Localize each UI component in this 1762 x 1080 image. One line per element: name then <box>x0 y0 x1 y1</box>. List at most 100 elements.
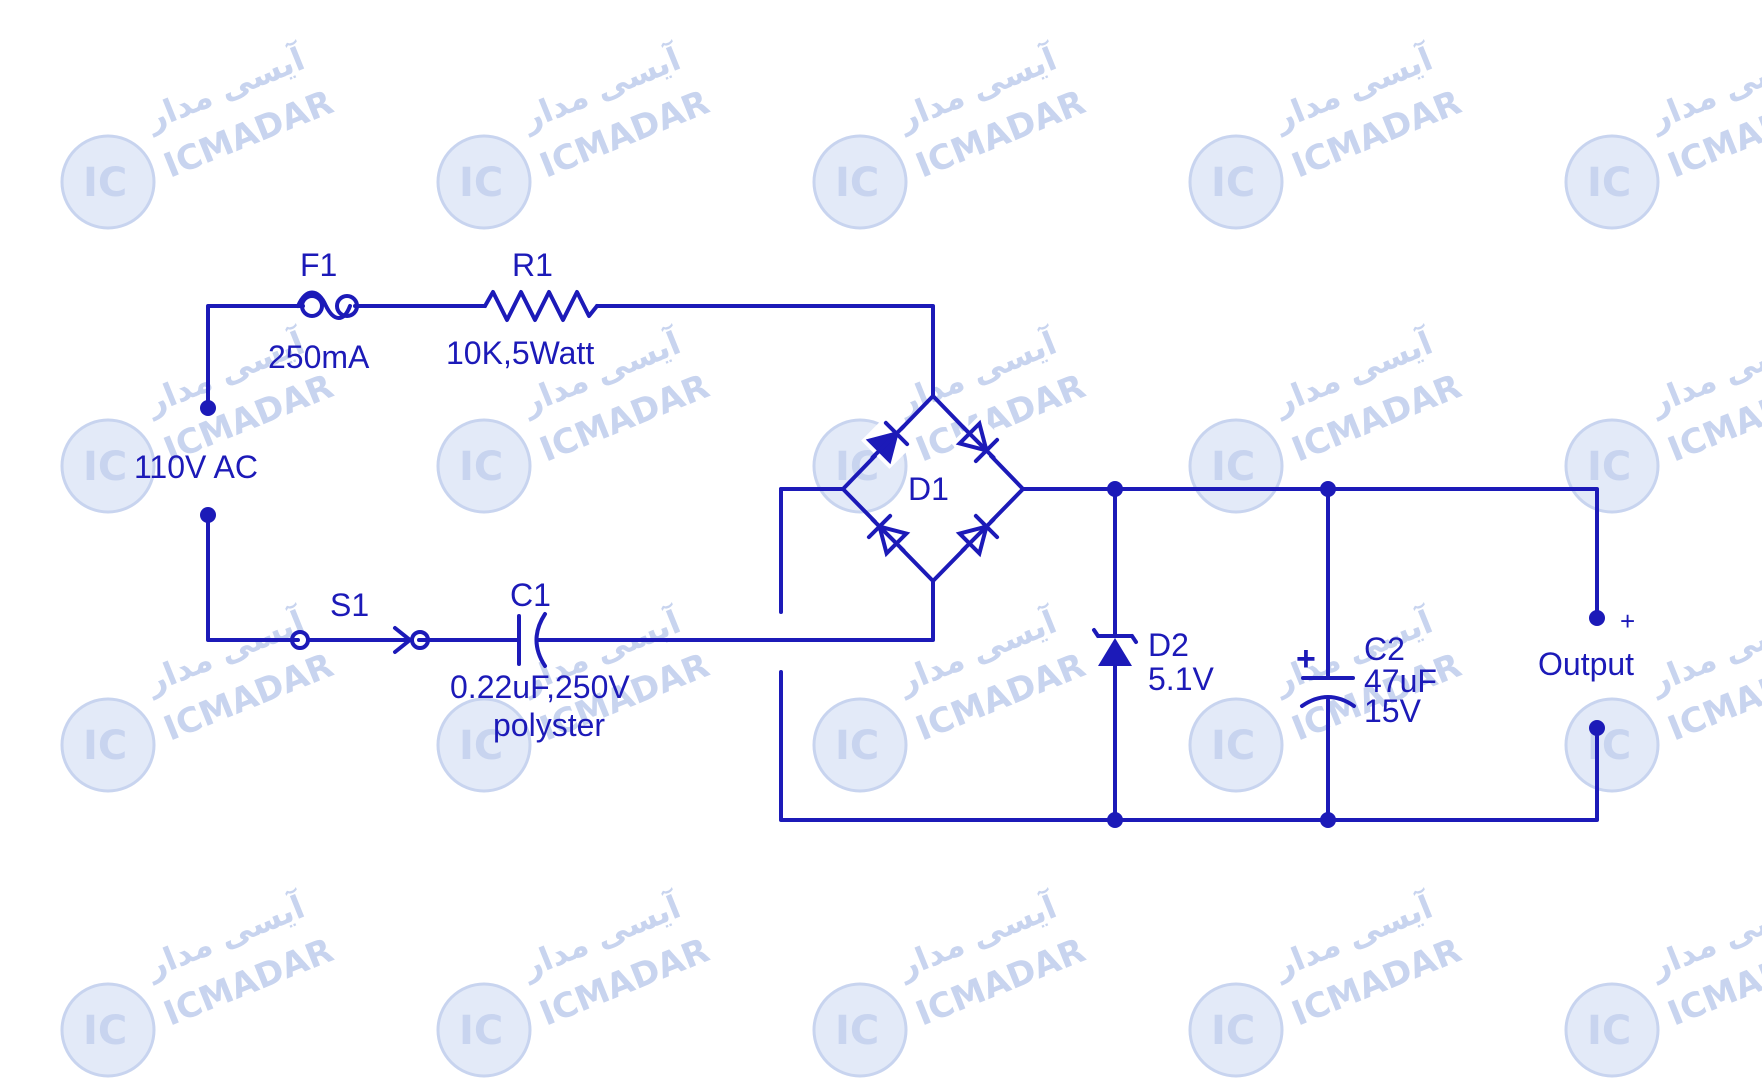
resistor-r1 <box>483 290 599 322</box>
icmadar-logo-icon: IC <box>1564 134 1660 230</box>
capacitor-c1 <box>517 612 547 668</box>
watermark-logo-letters: IC <box>83 723 127 769</box>
icmadar-logo-icon: IC <box>1188 134 1284 230</box>
watermark-logo-letters: IC <box>1211 723 1255 769</box>
icmadar-logo-icon: IC <box>436 982 532 1078</box>
labels: F1 250mA R1 10K,5Watt 110V AC S1 C1 0.22… <box>134 247 1635 743</box>
wire-top-left <box>206 304 305 410</box>
fuse-terminal-left <box>300 294 324 318</box>
switch-arrow <box>393 626 412 654</box>
wires <box>206 304 1599 822</box>
bridge-diode <box>951 508 1005 562</box>
watermark-logo-letters: IC <box>1211 444 1255 490</box>
icmadar-logo-icon: IC <box>436 697 532 793</box>
icmadar-logo-icon: IC <box>60 697 156 793</box>
watermark-logo-letters: IC <box>835 723 879 769</box>
capacitor-c2 <box>1300 676 1356 708</box>
c2-polarity-label: + <box>1296 640 1316 678</box>
zener-d2 <box>1092 628 1138 666</box>
watermark-logo-letters: IC <box>1587 1008 1631 1054</box>
watermark-logo-letters: IC <box>1587 160 1631 206</box>
fuse-value-label: 250mA <box>268 339 370 375</box>
output-polarity-label: + <box>1620 606 1635 636</box>
junction-dot <box>200 400 216 416</box>
icmadar-logo-icon: IC <box>60 134 156 230</box>
junction-dot <box>1107 812 1123 828</box>
junction-dot <box>1320 812 1336 828</box>
icmadar-logo-icon: IC <box>1188 418 1284 514</box>
watermark-logo-letters: IC <box>459 1008 503 1054</box>
output-label: Output <box>1538 646 1634 682</box>
wire-bottom-left <box>206 513 300 642</box>
c1-type-label: polyster <box>493 707 605 743</box>
wire-cap-bridge <box>537 579 935 642</box>
watermark-logo-letters: IC <box>459 723 503 769</box>
bridge-diode <box>951 415 1005 469</box>
icmadar-logo-icon: IC <box>1188 982 1284 1078</box>
zener-ref-label: D2 <box>1148 627 1189 663</box>
c1-plate-curved <box>534 612 547 668</box>
c2-ref-label: C2 <box>1364 631 1405 667</box>
icmadar-logo-icon: IC <box>1188 697 1284 793</box>
icmadar-logo-icon: IC <box>1564 418 1660 514</box>
icmadar-logo-icon: IC <box>60 418 156 514</box>
wire-resistor-bridge <box>595 304 935 398</box>
c2-voltage-label: 15V <box>1364 693 1422 729</box>
switch-ref-label: S1 <box>330 587 369 623</box>
fuse-element <box>296 290 352 320</box>
watermark-logo-letters: IC <box>83 444 127 490</box>
junctions <box>200 400 1605 828</box>
zener-bar <box>1092 628 1138 644</box>
icmadar-logo-icon: IC <box>1564 982 1660 1078</box>
resistor-ref-label: R1 <box>512 247 553 283</box>
icmadar-logo-icon: IC <box>60 982 156 1078</box>
c2-value-label: 47uF <box>1364 663 1437 699</box>
watermark-logo-letters: IC <box>1587 444 1631 490</box>
zener-triangle <box>1098 638 1132 666</box>
bridge-rectifier-d1 <box>841 394 1025 583</box>
zener-value-label: 5.1V <box>1148 661 1214 697</box>
output-terminal-positive <box>1589 610 1605 626</box>
watermark-logo-letters: IC <box>835 1008 879 1054</box>
icmadar-logo-icon: IC <box>812 982 908 1078</box>
watermark-logo-letters: IC <box>83 160 127 206</box>
wire-positive-rail <box>1021 487 1599 620</box>
wire-bottom-return <box>779 670 1599 822</box>
watermark-logo-letters: IC <box>1211 1008 1255 1054</box>
icmadar-logo-icon: IC <box>436 134 532 230</box>
c2-plate-curved <box>1300 695 1356 708</box>
watermark-logo-letters: IC <box>459 160 503 206</box>
c1-value-label: 0.22uF,250V <box>450 669 630 705</box>
watermark-logo-letters: IC <box>459 444 503 490</box>
watermark-logo-letters: IC <box>83 1008 127 1054</box>
junction-dot <box>200 507 216 523</box>
source-label: 110V AC <box>134 449 258 485</box>
icmadar-logo-icon: IC <box>812 697 908 793</box>
fuse-f1 <box>296 290 359 320</box>
junction-dot <box>1107 481 1123 497</box>
output-terminal-negative <box>1589 720 1605 736</box>
switch-s1 <box>290 626 430 654</box>
c1-ref-label: C1 <box>510 577 551 613</box>
fuse-ref-label: F1 <box>300 247 337 283</box>
bridge-diode <box>861 415 915 469</box>
junction-dot <box>1320 481 1336 497</box>
resistor-value-label: 10K,5Watt <box>446 335 594 371</box>
bridge-diode <box>861 508 915 562</box>
watermark-logo-letters: IC <box>835 444 879 490</box>
